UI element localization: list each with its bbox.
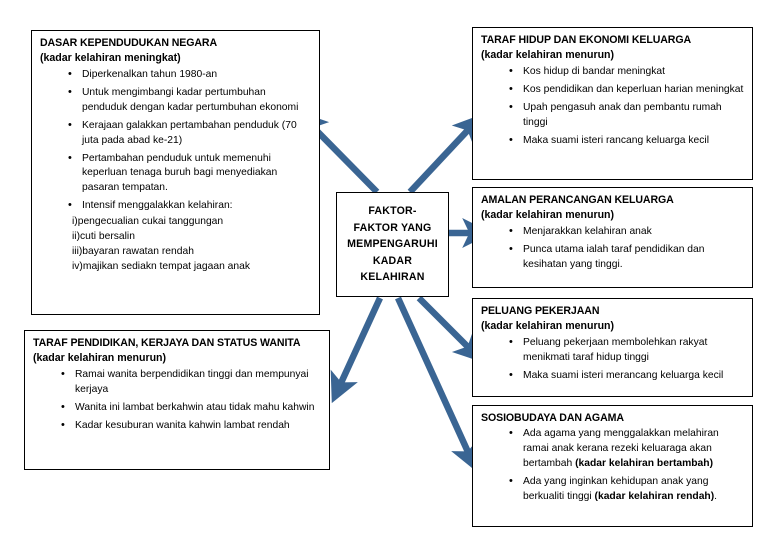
arrow-center-to-pendidikan	[330, 296, 383, 404]
node-bullet-list: Peluang pekerjaan membolehkan rakyat men…	[481, 335, 744, 384]
list-item: Kerajaan galakkan pertambahan penduduk (…	[68, 118, 311, 149]
sub-item: ii)cuti bersalin	[72, 231, 135, 243]
list-item: Kos pendidikan dan keperluan harian meni…	[509, 82, 744, 98]
arrow-center-to-dasar	[297, 111, 380, 195]
node-dasar-kependudukan-negara[interactable]: DASAR KEPENDUDUKAN NEGARA (kadar kelahir…	[31, 30, 320, 315]
center-line-3: MEMPENGARUHI	[347, 238, 438, 251]
list-item: Ramai wanita berpendidikan tinggi dan me…	[61, 367, 321, 398]
list-item: Ada yang inginkan kehidupan anak yang be…	[509, 474, 744, 505]
list-item-label: Intensif menggalakkan kelahiran:	[82, 200, 233, 212]
list-item: Peluang pekerjaan membolehkan rakyat men…	[509, 335, 744, 366]
list-item: Ada agama yang menggalakkan melahiran ra…	[509, 426, 744, 472]
node-subtitle: (kadar kelahiran menurun)	[481, 319, 615, 332]
sub-item: iv)majikan sediakn tempat jagaan anak	[72, 261, 251, 272]
list-item: Kos hidup di bandar meningkat	[509, 64, 744, 80]
arrow-center-to-peluang	[416, 295, 484, 363]
sub-item: i)pengecualian cukai tanggungan	[72, 216, 224, 228]
list-item-emphasis: (kadar kelahiran bertambah)	[575, 457, 714, 469]
list-item-tail: .	[714, 490, 718, 502]
sub-item-list: i)pengecualian cukai tanggungan ii)cuti …	[72, 215, 311, 275]
node-bullet-list: Ada agama yang menggalakkan melahiran ra…	[481, 426, 744, 505]
node-subtitle: (kadar kelahiran menurun)	[481, 208, 615, 221]
node-subtitle: (kadar kelahiran menurun)	[481, 48, 615, 61]
node-peluang-pekerjaan[interactable]: PELUANG PEKERJAAN (kadar kelahiran menur…	[472, 298, 753, 397]
list-item: Maka suami isteri merancang keluarga kec…	[509, 368, 744, 384]
list-item: Wanita ini lambat berkahwin atau tidak m…	[61, 400, 321, 416]
node-title: TARAF PENDIDIKAN, KERJAYA DAN STATUS WAN…	[33, 337, 301, 349]
node-subtitle: (kadar kelahiran menurun)	[33, 351, 167, 364]
center-line-5: KELAHIRAN	[360, 271, 425, 284]
list-item: Pertambahan penduduk untuk memenuhi kepe…	[68, 151, 311, 197]
center-node-label: FAKTOR- FAKTOR YANG MEMPENGARUHI KADAR K…	[347, 203, 438, 285]
sub-item: iii)bayaran rawatan rendah	[72, 246, 194, 258]
node-title: DASAR KEPENDUDUKAN NEGARA	[40, 37, 218, 49]
list-item: Maka suami isteri rancang keluarga kecil	[509, 133, 744, 149]
list-item-emphasis: (kadar kelahiran rendah)	[594, 490, 715, 502]
list-item: Menjarakkan kelahiran anak	[509, 224, 744, 240]
list-item: Punca utama ialah taraf pendidikan dan k…	[509, 242, 744, 273]
node-title: SOSIOBUDAYA DAN AGAMA	[481, 412, 624, 424]
node-title: TARAF HIDUP DAN EKONOMI KELUARGA	[481, 34, 692, 46]
node-subtitle: (kadar kelahiran meningkat)	[40, 51, 181, 64]
center-node[interactable]: FAKTOR- FAKTOR YANG MEMPENGARUHI KADAR K…	[336, 192, 449, 297]
node-bullet-list: Menjarakkan kelahiran anak Punca utama i…	[481, 224, 744, 273]
node-taraf-pendidikan-kerjaya-status-wanita[interactable]: TARAF PENDIDIKAN, KERJAYA DAN STATUS WAN…	[24, 330, 330, 470]
center-line-4: KADAR	[372, 254, 413, 267]
center-line-2: FAKTOR YANG	[353, 221, 432, 234]
node-taraf-hidup-dan-ekonomi-keluarga[interactable]: TARAF HIDUP DAN EKONOMI KELUARGA (kadar …	[472, 27, 753, 180]
list-item: Upah pengasuh anak dan pembantu rumah ti…	[509, 100, 744, 131]
arrow-center-to-taraf-hidup	[407, 113, 484, 195]
node-title: AMALAN PERANCANGAN KELUARGA	[481, 194, 674, 206]
node-sosiobudaya-dan-agama[interactable]: SOSIOBUDAYA DAN AGAMA Ada agama yang men…	[472, 405, 753, 527]
node-bullet-list: Ramai wanita berpendidikan tinggi dan me…	[33, 367, 321, 434]
node-title: PELUANG PEKERJAAN	[481, 305, 600, 317]
list-item: Kadar kesuburan wanita kahwin lambat ren…	[61, 418, 321, 434]
node-bullet-list: Diperkenalkan tahun 1980-an Untuk mengim…	[40, 67, 311, 275]
list-item: Diperkenalkan tahun 1980-an	[68, 67, 311, 83]
node-amalan-perancangan-keluarga[interactable]: AMALAN PERANCANGAN KELUARGA (kadar kelah…	[472, 187, 753, 288]
list-item-label: Ada agama yang menggalakkan melahiran ra…	[523, 427, 719, 469]
list-item-label: Ada yang inginkan kehidupan anak yang be…	[523, 475, 709, 502]
center-line-1: FAKTOR-	[368, 205, 417, 218]
arrow-center-to-sosiobudaya	[395, 296, 479, 473]
node-bullet-list: Kos hidup di bandar meningkat Kos pendid…	[481, 64, 744, 149]
list-item: Untuk mengimbangi kadar pertumbuhan pend…	[68, 85, 311, 116]
list-item: Intensif menggalakkan kelahiran: i)penge…	[68, 198, 311, 275]
